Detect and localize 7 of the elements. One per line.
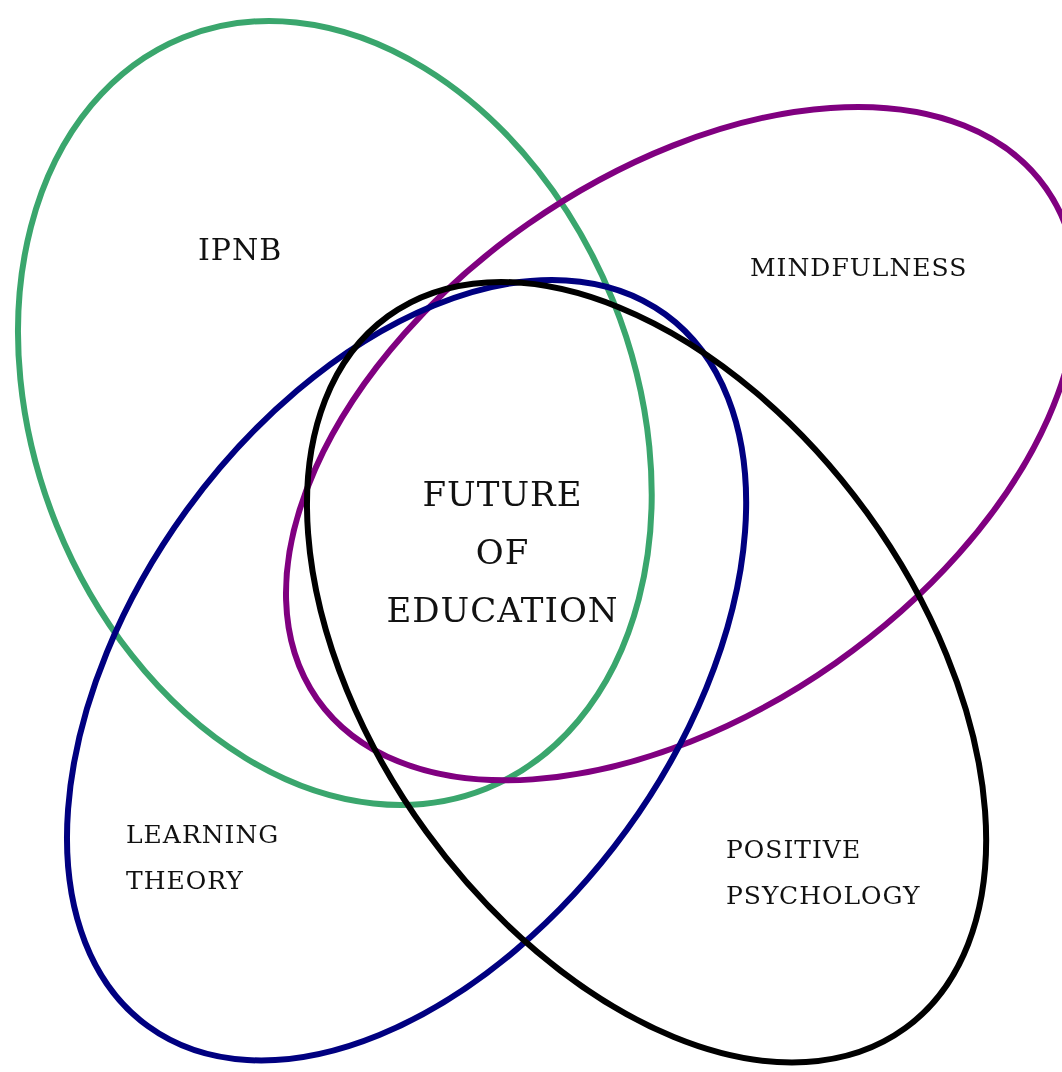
venn-ellipse [15,18,655,808]
center-label: FUTURE OF EDUCATION [385,473,620,632]
set-label: LEARNING THEORY [126,819,280,898]
set-label: POSITIVE PSYCHOLOGY [726,834,921,913]
set-label: IPNB [198,231,283,269]
set-label: MINDFULNESS [750,252,968,284]
venn-ellipse [304,278,990,1066]
